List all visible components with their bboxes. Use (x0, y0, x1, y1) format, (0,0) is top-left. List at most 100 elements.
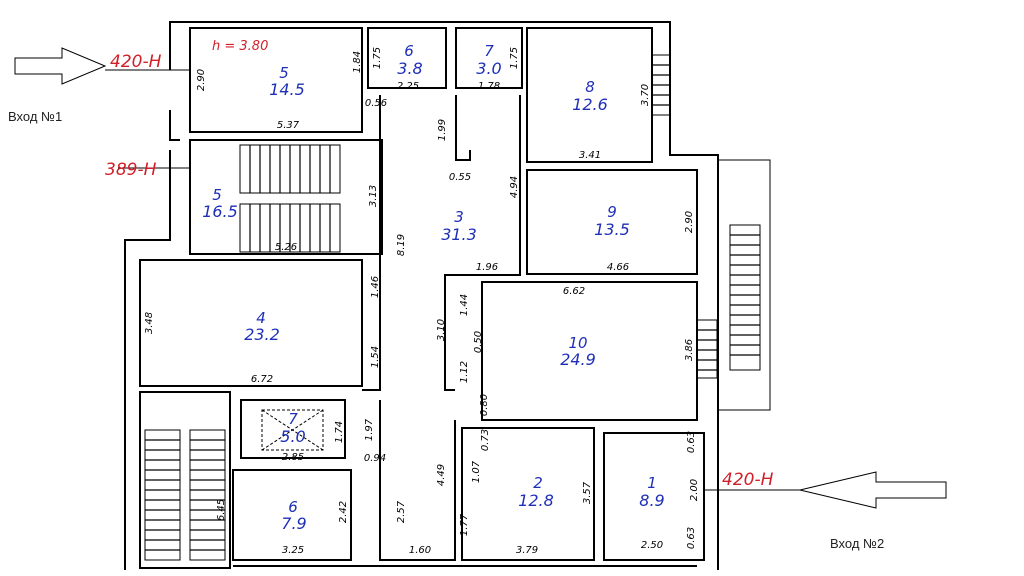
dimension: 1.46 (370, 276, 381, 298)
room-5a (189, 27, 363, 133)
dimension: 1.84 (352, 51, 363, 73)
room-1 (603, 432, 705, 561)
dimension: 3.79 (516, 545, 538, 556)
dimension: 2.90 (196, 69, 207, 91)
entrance-1-mark: 420-H (110, 52, 162, 72)
dimension: 2.00 (689, 479, 700, 501)
dimension: 3.25 (282, 545, 304, 556)
dimension: 6.62 (563, 286, 585, 297)
dimension: 1.77 (459, 513, 470, 536)
room-5b (189, 139, 383, 255)
room-number: 5 (212, 186, 222, 204)
dimension: 8.19 (396, 234, 407, 256)
room-area: 24.9 (560, 350, 596, 369)
room-number: 7 (288, 410, 298, 428)
dimension: 2.90 (684, 211, 695, 233)
room-area: 13.5 (594, 220, 630, 239)
room-4 (139, 259, 363, 387)
entrance-2-label: Вход №2 (830, 536, 884, 551)
dimension: 1.12 (459, 361, 470, 383)
stair-left (139, 391, 231, 569)
stair-treads-right (651, 54, 761, 379)
room-area: 16.5 (202, 202, 238, 221)
dimension: 2.25 (397, 81, 419, 92)
stair-mark: 389-H (105, 160, 157, 180)
room-number: 6 (288, 498, 298, 516)
stair-treads-lower (144, 429, 226, 561)
dimension: 3.41 (579, 150, 601, 161)
room-number: 8 (585, 78, 595, 96)
dimension-labels-vertical: 2.90 1.84 1.75 1.75 3.70 1.99 4.94 3.13 … (144, 47, 700, 549)
room-number: 1 (647, 474, 657, 492)
dimension: 2.85 (282, 452, 304, 463)
room-area: 5.0 (280, 427, 305, 446)
dimension: 3.70 (640, 84, 651, 106)
dimension: 1.99 (437, 119, 448, 141)
dimension: 1.75 (372, 47, 383, 69)
dimension: 1.54 (370, 346, 381, 368)
dimension: 4.66 (607, 262, 629, 273)
outer-walls (124, 21, 771, 570)
dimension: 5.26 (275, 242, 297, 253)
room-area: 14.5 (269, 80, 305, 99)
dimension: 0.63 (686, 527, 697, 549)
room-area: 3.0 (476, 59, 501, 78)
entrance-1-label: Вход №1 (8, 109, 62, 124)
room-number: 9 (607, 203, 617, 221)
dimension: 3.86 (684, 339, 695, 361)
dimension: 1.97 (364, 418, 375, 441)
room-number: 5 (279, 64, 289, 82)
dimension: 3.10 (436, 319, 447, 341)
room-number: 3 (454, 208, 464, 226)
room-number: 4 (256, 309, 266, 327)
room-9 (526, 169, 698, 275)
dimension: 2.42 (338, 501, 349, 523)
entrance-2-mark: 420-H (722, 470, 774, 490)
entrance-2-arrow-icon (704, 471, 947, 509)
dimension: 1.96 (476, 262, 498, 273)
stair-treads-upper (239, 144, 341, 253)
room-7b (240, 399, 346, 459)
dimension: 5.37 (277, 120, 300, 131)
dimension: 0.55 (449, 172, 471, 183)
dimension: 0.56 (365, 98, 387, 109)
room-area: 8.9 (639, 491, 664, 510)
dimension: 6.72 (251, 374, 273, 385)
room-number: 6 (404, 42, 414, 60)
dimension: 4.94 (509, 176, 520, 198)
dimension: 1.07 (471, 460, 482, 483)
room-number: 10 (568, 334, 587, 352)
room-2 (461, 427, 595, 561)
room-area: 12.6 (572, 95, 608, 114)
dimension: 2.57 (396, 500, 407, 523)
dimension: 0.94 (364, 453, 386, 464)
dimension: 1.75 (509, 47, 520, 69)
dimension: 3.13 (368, 185, 379, 207)
dimension: 4.49 (436, 464, 447, 486)
dimension: 3.48 (144, 312, 155, 334)
room-number: 7 (484, 42, 494, 60)
room-labels: 5 14.5 6 3.8 7 3.0 8 12.6 5 16.5 3 31.3 … (202, 42, 665, 533)
dimension: 0.80 (479, 394, 490, 416)
dimension: 0.50 (473, 331, 484, 353)
dimension: 1.78 (478, 81, 500, 92)
dimension: 1.44 (459, 294, 470, 316)
room-area: 23.2 (244, 325, 280, 344)
dimension-labels: 5.37 2.25 0.56 1.78 3.41 0.55 5.26 4.66 … (251, 81, 663, 556)
room-6a (367, 27, 447, 89)
dimension: 1.60 (409, 545, 431, 556)
room-area: 7.9 (281, 514, 306, 533)
room-number: 2 (533, 474, 543, 492)
dimension: 0.63 (686, 431, 697, 453)
room-area: 3.8 (397, 59, 422, 78)
dimension: 6.45 (216, 499, 227, 521)
dimension: 0.73 (480, 429, 491, 451)
room-7a (455, 27, 523, 89)
room-area: 31.3 (441, 225, 477, 244)
dimension: 2.50 (641, 540, 663, 551)
ceiling-height-label: h = 3.80 (212, 39, 268, 54)
room-6b (232, 469, 352, 561)
room-area: 12.8 (518, 491, 554, 510)
dimension: 3.57 (582, 481, 593, 504)
